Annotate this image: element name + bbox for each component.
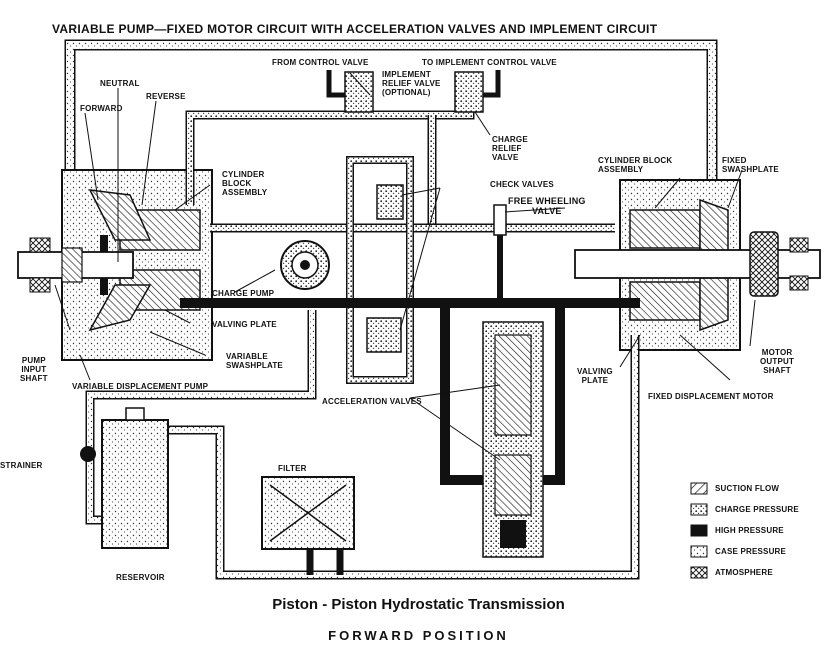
label-forward: FORWARD [80,104,123,113]
case-drain-line [64,39,718,195]
label-valving-plate-left: VALVING PLATE [212,320,277,329]
label-pump-input-shaft: PUMP INPUT SHAFT [20,356,48,383]
legend-label-suction-flow: SUCTION FLOW [715,484,780,493]
diagram-title: VARIABLE PUMP—FIXED MOTOR CIRCUIT WITH A… [52,22,658,36]
caption-main: Piston - Piston Hydrostatic Transmission [272,596,565,613]
leader-lines [54,72,756,461]
strainer [80,446,96,462]
legend-swatches [690,482,708,579]
caption-sub: FORWARD POSITION [328,628,509,643]
label-reverse: REVERSE [146,92,186,101]
label-implement-relief-valve: IMPLEMENT RELIEF VALVE (OPTIONAL) [382,70,441,97]
label-fixed-displacement-motor: FIXED DISPLACEMENT MOTOR [648,392,774,401]
label-strainer: STRAINER [0,461,43,470]
legend-label-case-pressure: CASE PRESSURE [715,547,787,556]
acceleration-valves [482,321,544,558]
label-acceleration-valves: ACCELERATION VALVES [322,397,422,406]
label-fixed-swashplate: FIXED SWASHPLATE [722,156,779,174]
pump-input-shaft [17,237,134,293]
implement-relief-valve [326,70,374,113]
legend-label-atmosphere: ATMOSPHERE [715,568,773,577]
label-valving-plate-right: VALVING PLATE [577,367,613,385]
label-filter: FILTER [278,464,307,473]
label-charge-relief-valve: CHARGE RELIEF VALVE [492,135,528,162]
check-valves [366,184,404,353]
label-to-implement-control-valve: TO IMPLEMENT CONTROL VALVE [422,58,557,67]
suction-line [85,310,640,580]
label-variable-displacement-pump: VARIABLE DISPLACEMENT PUMP [72,382,209,391]
label-free-wheeling-valve: FREE WHEELING VALVE [508,196,586,216]
charge-pressure-line [185,95,615,384]
label-cylinder-block-assembly-right: CYLINDER BLOCK ASSEMBLY [598,156,673,174]
motor-output-shaft [574,231,821,297]
label-charge-pump: CHARGE PUMP [212,289,275,298]
label-check-valves: CHECK VALVES [490,180,554,189]
label-from-control-valve: FROM CONTROL VALVE [272,58,369,67]
label-cylinder-block-assembly-left: CYLINDER BLOCK ASSEMBLY [222,170,268,197]
filter [261,476,355,550]
label-reservoir: RESERVOIR [116,573,165,582]
label-neutral: NEUTRAL [100,79,140,88]
legend-label-charge-pressure: CHARGE PRESSURE [715,505,799,514]
label-motor-output-shaft: MOTOR OUTPUT SHAFT [760,348,795,375]
legend-label-high-pressure: HIGH PRESSURE [715,526,784,535]
charge-relief-valve [454,70,501,113]
reservoir [101,407,169,549]
charge-pump [280,240,330,290]
label-variable-swashplate: VARIABLE SWASHPLATE [226,352,283,370]
